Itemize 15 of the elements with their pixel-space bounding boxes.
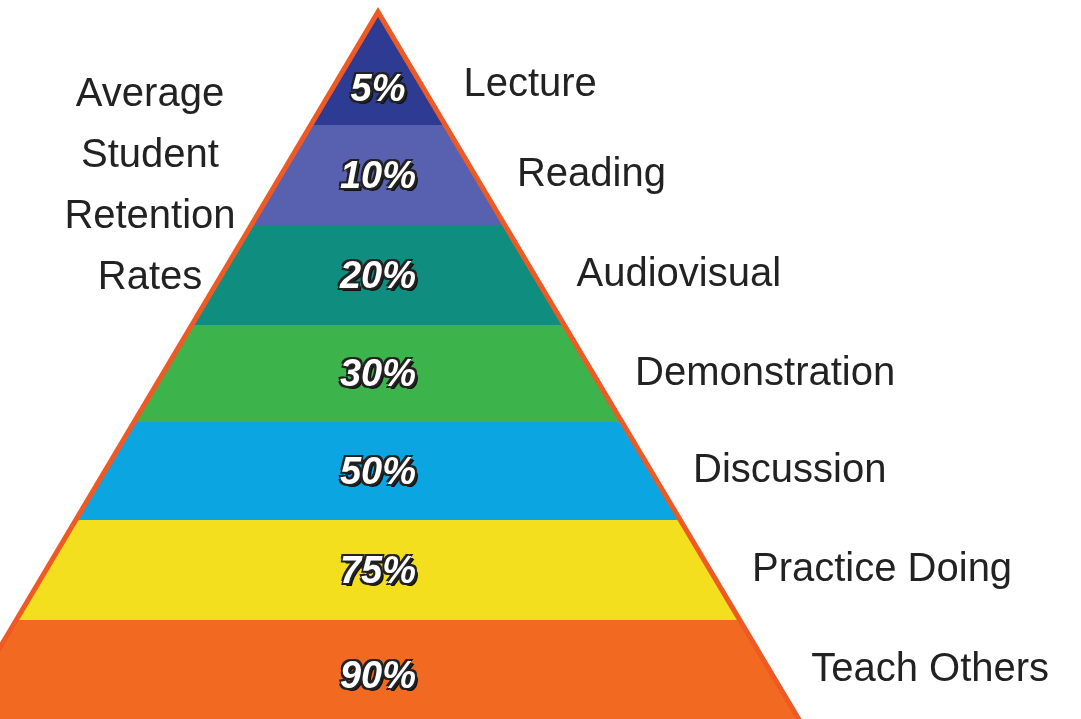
percentage-label: 10% [339, 153, 416, 197]
method-label: Reading [517, 150, 666, 195]
percentage-label: 30% [339, 352, 416, 395]
method-label: Lecture [463, 60, 597, 105]
percentage-label: 20% [339, 253, 416, 297]
method-label: Demonstration [635, 348, 896, 394]
method-label: Teach Others [811, 644, 1050, 690]
percentage-label: 75% [339, 548, 416, 592]
percentage-label: 50% [339, 449, 416, 493]
method-label: Discussion [693, 446, 887, 491]
percentage-label: 90% [339, 653, 417, 697]
percentage-label: 5% [350, 67, 406, 110]
method-label: Practice Doing [752, 545, 1013, 590]
heading: Average Student Retention Rates [63, 69, 237, 299]
method-label: Audiovisual [576, 250, 782, 295]
